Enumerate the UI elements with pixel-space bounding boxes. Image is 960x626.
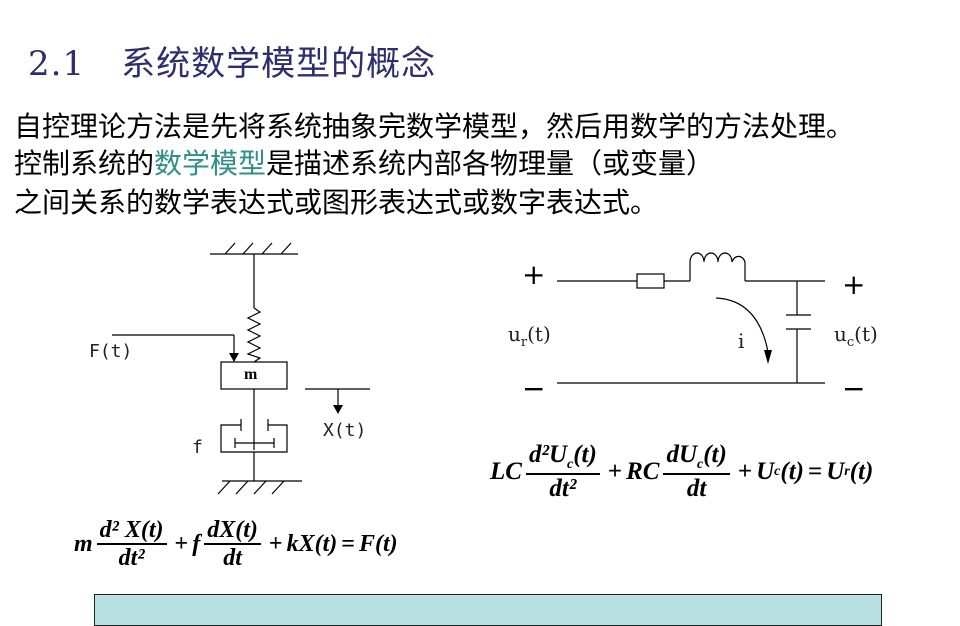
damper-label: f <box>192 437 203 458</box>
fraction-first-derivative: dX(t) dt <box>204 517 261 572</box>
force-label: F(t) <box>89 341 133 362</box>
mass-label: m <box>244 366 258 383</box>
line2-before: 控制系统的 <box>14 147 155 180</box>
current-label: i <box>738 329 745 353</box>
displacement-label: X(t) <box>323 420 367 441</box>
section-number: 2.1 <box>28 44 86 84</box>
input-minus: − <box>522 372 546 405</box>
title-text: 系统数学模型的概念 <box>121 44 437 84</box>
input-voltage-label: ur(t) <box>508 322 551 350</box>
resistor-symbol <box>636 273 665 289</box>
mechanical-diagram <box>112 242 370 495</box>
fraction-second-derivative: d² X(t) dt² <box>96 517 167 572</box>
fraction-first-derivative: dUc(t) dt <box>663 441 730 502</box>
inductor-symbol <box>689 252 746 281</box>
paragraph-line-1: 自控理论方法是先将系统抽象完数学模型，然后用数学的方法处理。 <box>14 110 855 143</box>
mechanical-equation: m d² X(t) dt² + f dX(t) dt + kX(t) = F(t… <box>74 517 398 572</box>
output-minus: − <box>842 372 866 405</box>
slide-title: 2.1 系统数学模型的概念 <box>28 36 436 85</box>
circuit-diagram <box>557 252 825 384</box>
output-voltage-label: uc(t) <box>834 322 878 350</box>
input-plus: + <box>522 258 546 291</box>
output-plus: + <box>842 268 866 301</box>
highlight-math-model: 数学模型 <box>154 147 267 180</box>
fraction-second-derivative: d²Uc(t) dt² <box>525 441 600 502</box>
paragraph-line-3: 之间关系的数学表达式或图形表达式或数字表达式。 <box>14 186 659 219</box>
bottom-content-box <box>94 594 882 626</box>
line2-after: 是描述系统内部各物理量（或变量） <box>266 147 715 180</box>
paragraph-line-2: 控制系统的数学模型是描述系统内部各物理量（或变量） <box>14 147 714 181</box>
